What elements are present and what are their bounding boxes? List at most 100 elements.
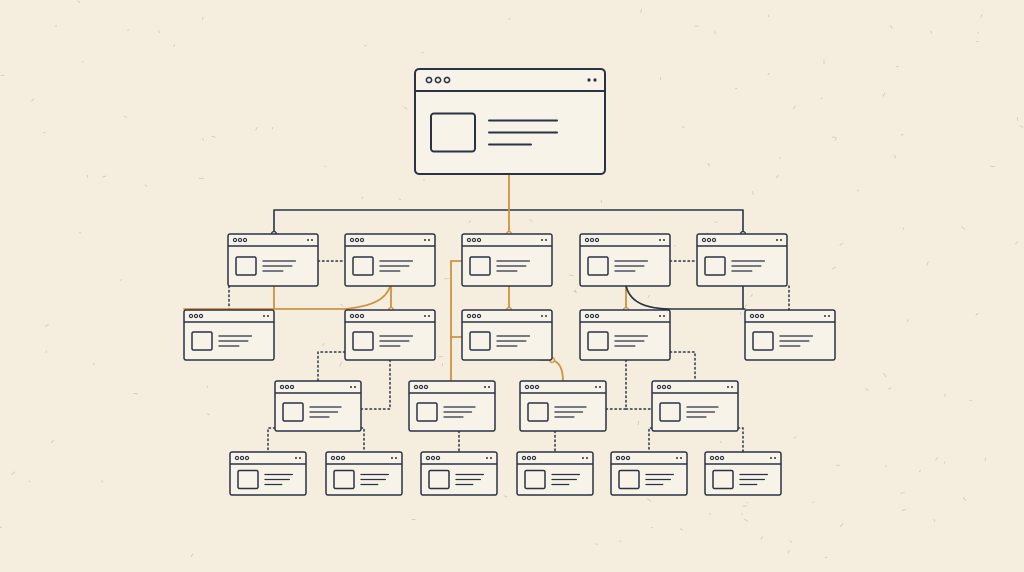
window-mini-dot [424, 239, 426, 241]
text-lines-icon [686, 406, 719, 418]
window-mini-dot [663, 315, 665, 317]
image-placeholder-icon [237, 469, 259, 490]
connector-l2-d-l3-d-top [669, 351, 696, 382]
window-node-l3-a [274, 380, 362, 432]
two-dot-window-controls-icon [659, 315, 665, 317]
window-dot [666, 384, 672, 390]
paper-speckle [787, 549, 790, 554]
connector-l1-d-l2-e [625, 285, 746, 310]
three-dot-window-controls-icon [749, 313, 765, 319]
two-dot-window-controls-icon [676, 457, 682, 459]
paper-speckle [647, 498, 652, 502]
window-mini-dot [659, 239, 661, 241]
window-dot [193, 313, 199, 319]
window-mini-dot [731, 386, 733, 388]
paper-speckle [1019, 125, 1024, 128]
window-mini-dot [486, 457, 488, 459]
window-frame [516, 451, 594, 496]
text-lines-icon [731, 260, 766, 272]
paper-speckle [961, 226, 965, 230]
window-frame [461, 233, 553, 287]
window-node-l4-e [610, 451, 688, 496]
window-mini-dot [780, 239, 782, 241]
window-mini-dot [391, 457, 393, 459]
paper-speckle [789, 540, 793, 543]
three-dot-window-controls-icon [425, 455, 441, 461]
two-dot-window-controls-icon [659, 239, 665, 241]
window-node-l3-c [519, 380, 607, 432]
text-lines-icon [554, 406, 587, 418]
paper-speckle [984, 457, 986, 462]
window-mini-dot [311, 239, 313, 241]
window-node-l2-b [344, 309, 436, 361]
window-mini-dot [587, 78, 591, 82]
paper-speckle [0, 526, 2, 529]
paper-speckle [211, 135, 216, 138]
paper-speckle [529, 219, 533, 222]
paper-speckle [839, 242, 844, 246]
text-lines-icon [614, 260, 649, 272]
window-dot [232, 237, 238, 243]
paper-speckle [398, 198, 402, 200]
window-mini-dot [774, 457, 776, 459]
paper-speckle [746, 501, 748, 504]
paper-speckle [468, 220, 472, 224]
window-mini-dot [593, 78, 597, 82]
paper-speckle [574, 289, 577, 294]
window-mini-dot [727, 386, 729, 388]
window-mini-dot [663, 239, 665, 241]
paper-speckle [902, 227, 905, 230]
three-dot-window-controls-icon [466, 313, 482, 319]
three-dot-window-controls-icon [524, 384, 540, 390]
window-node-l2-c [461, 309, 553, 361]
window-dot [239, 455, 245, 461]
window-dot [706, 237, 712, 243]
paper-speckle [438, 355, 443, 358]
paper-speckle [719, 440, 722, 444]
image-placeholder-icon [752, 331, 774, 351]
window-dot [354, 313, 360, 319]
window-dot [244, 455, 250, 461]
two-dot-window-controls-icon [486, 457, 492, 459]
three-dot-window-controls-icon [584, 313, 600, 319]
window-dot [188, 313, 194, 319]
window-mini-dot [599, 386, 601, 388]
two-dot-window-controls-icon [776, 239, 782, 241]
window-frame [420, 451, 498, 496]
connector-l1-a-l2-b [273, 282, 392, 310]
window-dot [714, 455, 720, 461]
window-dot [359, 237, 365, 243]
window-mini-dot [490, 457, 492, 459]
window-dot [749, 313, 755, 319]
paper-speckle [820, 97, 823, 100]
two-dot-window-controls-icon [541, 315, 547, 317]
text-lines-icon [379, 260, 414, 272]
window-dot [425, 76, 433, 84]
paper-speckle [707, 162, 711, 167]
connector-l3-a-l4-b [360, 427, 365, 453]
text-lines-icon [360, 473, 390, 486]
paper-speckle [364, 44, 367, 47]
paper-speckle [709, 513, 712, 515]
window-mini-dot [680, 457, 682, 459]
paper-speckle [832, 266, 837, 270]
text-lines-icon [739, 473, 769, 486]
paper-speckle [775, 175, 779, 179]
window-node-l2-e [744, 309, 836, 361]
paper-speckle [962, 497, 967, 501]
image-placeholder-icon [587, 331, 609, 351]
paper-speckle [883, 372, 887, 378]
paper-speckle [679, 528, 684, 531]
window-mini-dot [424, 315, 426, 317]
three-dot-window-controls-icon [330, 455, 346, 461]
paper-speckle [647, 294, 651, 298]
window-dot [340, 455, 346, 461]
window-dot [234, 455, 240, 461]
paper-speckle [889, 24, 893, 29]
two-dot-window-controls-icon [391, 457, 397, 459]
paper-speckle [77, 0, 81, 4]
three-dot-window-controls-icon [232, 237, 248, 243]
window-dot [656, 384, 662, 390]
paper-speckle [674, 245, 676, 247]
